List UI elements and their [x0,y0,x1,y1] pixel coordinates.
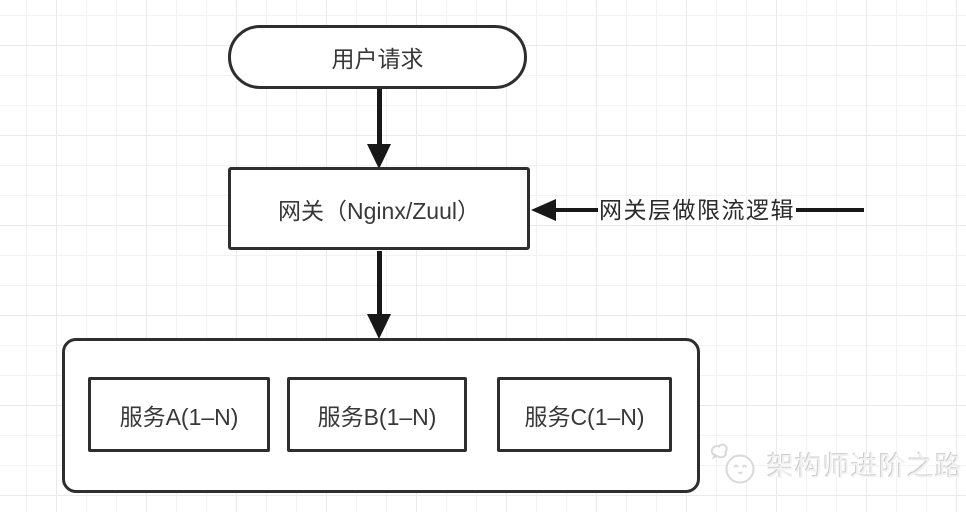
arrow-left-icon [531,199,556,221]
node-service-a-label: 服务A(1–N) [119,403,239,430]
connector-gateway-to-services-line [377,251,382,315]
arrow-down-icon [367,144,391,169]
annotation-rate-limit: 网关层做限流逻辑 [531,197,864,223]
node-service-b: 服务B(1–N) [287,377,467,452]
node-service-b-label: 服务B(1–N) [317,403,437,430]
node-user-request-label: 用户请求 [331,46,424,72]
node-gateway-label: 网关（Nginx/Zuul） [278,197,480,224]
node-gateway: 网关（Nginx/Zuul） [228,167,530,250]
speech-bubble-mascot-icon [710,443,755,484]
node-user-request: 用户请求 [228,25,527,89]
annotation-line-left [556,208,598,212]
arrow-down-icon [367,314,391,339]
node-service-c-label: 服务C(1–N) [524,403,645,430]
node-service-a: 服务A(1–N) [88,377,270,452]
watermark: 架构师进阶之路 [708,438,963,490]
annotation-label: 网关层做限流逻辑 [599,196,795,223]
watermark-label: 架构师进阶之路 [767,451,963,482]
connector-user-to-gateway-line [377,89,382,146]
annotation-line-right [796,208,864,212]
node-service-c: 服务C(1–N) [497,377,672,452]
